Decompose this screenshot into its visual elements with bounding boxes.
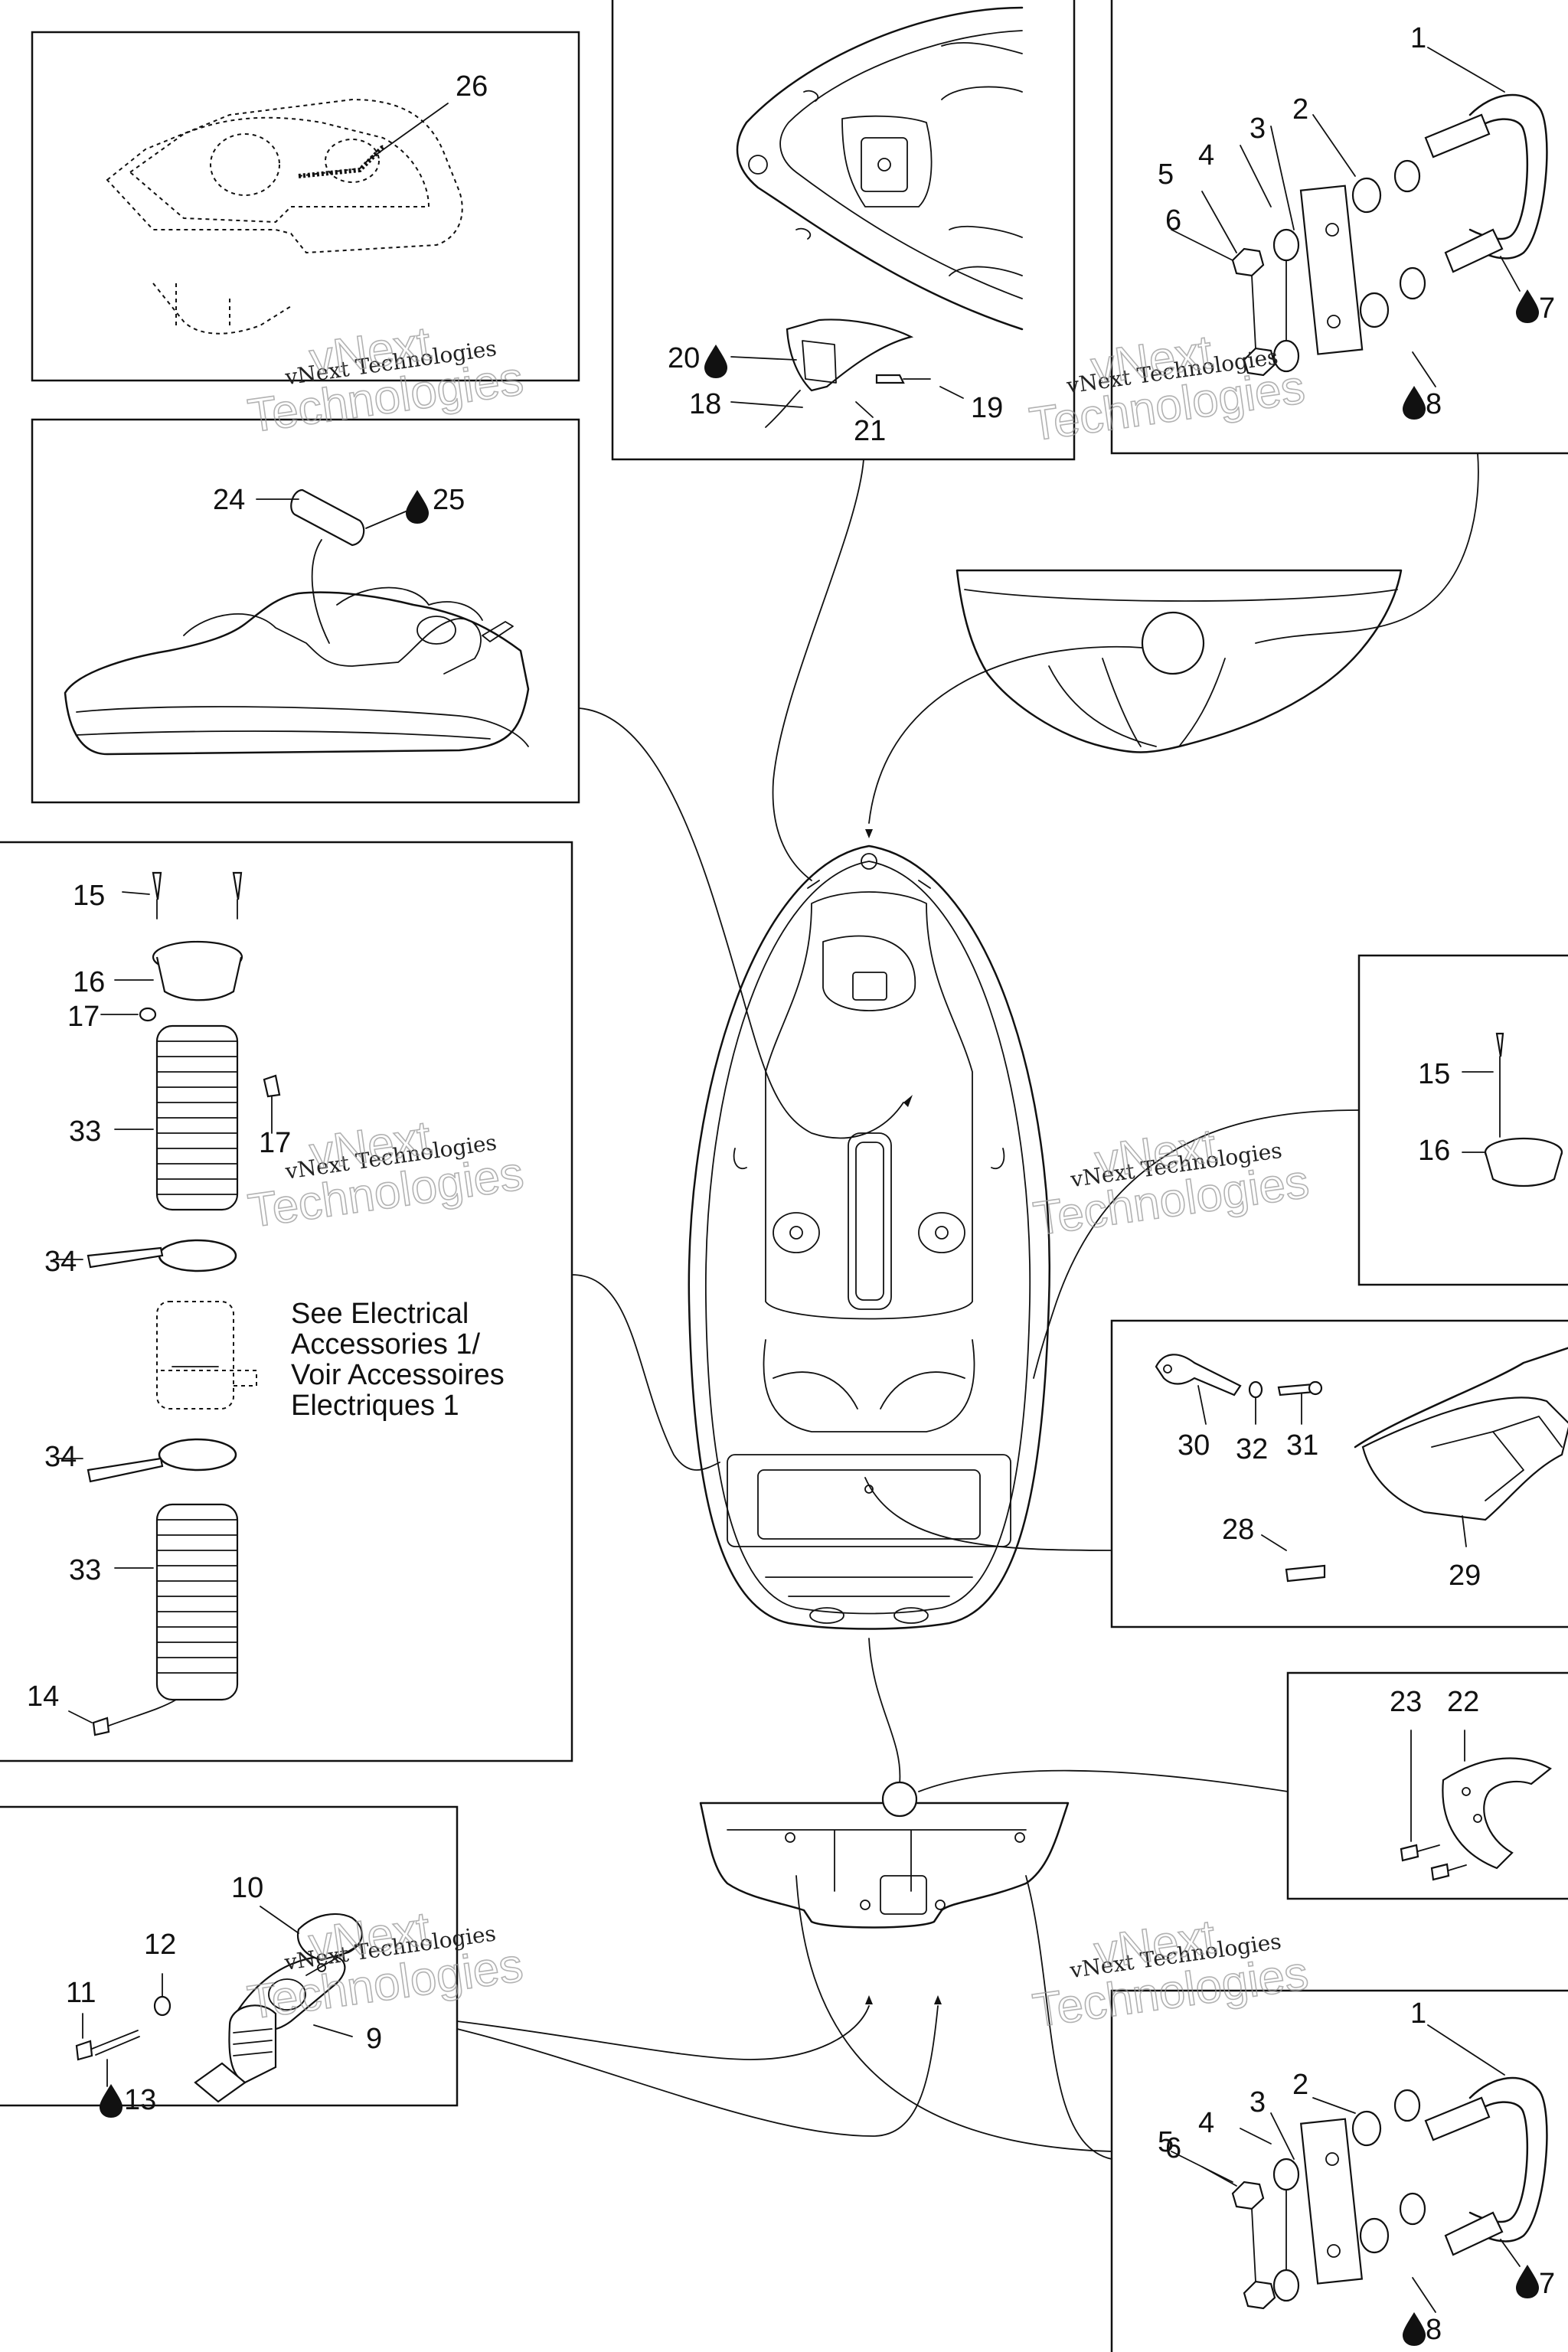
note-line-3: Voir Accessoires bbox=[291, 1359, 505, 1391]
note-line-2: Accessories 1/ bbox=[291, 1328, 481, 1361]
callout-15-right: 15 bbox=[1418, 1058, 1450, 1090]
dash-outline-drawing bbox=[106, 98, 463, 335]
panel-vent-cap bbox=[1357, 954, 1568, 1286]
callout-6-bottom: 6 bbox=[1165, 2132, 1181, 2164]
hull-rear-view bbox=[699, 1781, 1070, 1929]
drop-icon bbox=[1403, 2312, 1426, 2346]
note-line-1: See Electrical bbox=[291, 1298, 469, 1330]
callout-32: 32 bbox=[1236, 1433, 1268, 1465]
callout-5-bottom: 5 bbox=[1158, 2126, 1174, 2158]
callout-26: 26 bbox=[456, 70, 488, 103]
callout-22: 22 bbox=[1447, 1686, 1479, 1718]
callout-2-bottom: 2 bbox=[1292, 2069, 1308, 2101]
watermark-6: vNext Technologies vNext Technologies bbox=[1029, 1909, 1312, 2038]
callout-5: 5 bbox=[1158, 158, 1174, 191]
transom-trim-drawing bbox=[1400, 1730, 1552, 1881]
callout-3-bottom: 3 bbox=[1250, 2086, 1266, 2118]
callout-34-upper: 34 bbox=[44, 1246, 77, 1278]
callout-25: 25 bbox=[433, 484, 465, 516]
callout-8: 8 bbox=[1426, 388, 1442, 420]
bow-detail-drawing bbox=[730, 6, 1024, 428]
callout-3: 3 bbox=[1250, 113, 1266, 145]
callout-21: 21 bbox=[854, 415, 886, 447]
callout-4: 4 bbox=[1198, 139, 1214, 172]
callout-30: 30 bbox=[1178, 1429, 1210, 1462]
storage-bracket-drawing bbox=[1155, 1347, 1568, 1583]
drop-icon bbox=[100, 2084, 122, 2118]
callout-18: 18 bbox=[689, 388, 721, 420]
panel-dash-outline bbox=[31, 31, 580, 382]
callout-7: 7 bbox=[1539, 292, 1555, 325]
panel-transom-trim bbox=[1286, 1671, 1568, 1900]
drop-icon bbox=[704, 345, 727, 378]
glovebox-drawing bbox=[64, 488, 530, 756]
callout-17-right: 17 bbox=[259, 1127, 291, 1159]
panel-bow-eye-detail bbox=[611, 0, 1076, 461]
bow-hook-assembly-top bbox=[1171, 47, 1548, 387]
callout-1-bottom: 1 bbox=[1410, 1998, 1426, 2030]
vent-tube-drawing bbox=[53, 871, 281, 1736]
hull-front-view bbox=[956, 569, 1403, 753]
arrowheads bbox=[865, 829, 942, 2004]
callout-34-lower: 34 bbox=[44, 1441, 77, 1473]
callout-8-bottom: 8 bbox=[1426, 2314, 1442, 2346]
hull-top-view bbox=[688, 844, 1050, 1630]
callout-12: 12 bbox=[144, 1929, 176, 1961]
callout-4-bottom: 4 bbox=[1198, 2107, 1214, 2139]
callout-20: 20 bbox=[668, 342, 700, 374]
coupling-ghost bbox=[156, 1301, 257, 1410]
drop-icon bbox=[1516, 289, 1539, 323]
callout-10: 10 bbox=[231, 1872, 263, 1904]
callout-1: 1 bbox=[1410, 22, 1426, 54]
panel-glovebox-hose bbox=[31, 418, 580, 804]
callout-23: 23 bbox=[1390, 1686, 1422, 1718]
callout-7-bottom: 7 bbox=[1539, 2268, 1555, 2300]
callout-29: 29 bbox=[1449, 1560, 1481, 1592]
hose-lower bbox=[155, 1503, 239, 1701]
bow-hook-assembly-bottom bbox=[1171, 2024, 1548, 2313]
vent-cap-drawing bbox=[1462, 1032, 1563, 1187]
drop-icon bbox=[1403, 386, 1426, 420]
callout-11: 11 bbox=[66, 1977, 96, 2009]
callout-15-left: 15 bbox=[73, 880, 105, 912]
drain-plug-drawing bbox=[75, 1906, 363, 2103]
callout-33-lower: 33 bbox=[69, 1554, 101, 1586]
callout-16-left: 16 bbox=[73, 966, 105, 998]
callout-17-left: 17 bbox=[67, 1001, 100, 1033]
callout-31: 31 bbox=[1286, 1429, 1318, 1462]
callout-9: 9 bbox=[366, 2023, 382, 2055]
callout-28: 28 bbox=[1222, 1514, 1254, 1546]
drop-icon bbox=[406, 490, 429, 524]
note-line-4: Electriques 1 bbox=[291, 1390, 459, 1422]
callout-24: 24 bbox=[213, 484, 245, 516]
panel-ventilation-tube bbox=[0, 841, 573, 1762]
callout-14: 14 bbox=[27, 1681, 59, 1713]
callout-6: 6 bbox=[1165, 204, 1181, 237]
callout-33-upper: 33 bbox=[69, 1116, 101, 1148]
electrical-accessories-note: See Electrical Accessories 1/ Voir Acces… bbox=[291, 1298, 505, 1422]
hose-upper bbox=[155, 1024, 239, 1211]
callout-16-right: 16 bbox=[1418, 1135, 1450, 1167]
callout-19: 19 bbox=[971, 392, 1003, 424]
drop-icon bbox=[1516, 2265, 1539, 2298]
panel-drain-plug bbox=[0, 1805, 459, 2107]
callout-13: 13 bbox=[124, 2084, 156, 2116]
callout-2: 2 bbox=[1292, 93, 1308, 126]
watermark-4: vNext Technologies vNext Technologies bbox=[1030, 1119, 1313, 1246]
callout-labels: 26 24 25 20 18 21 19 1 2 3 4 5 6 7 8 15 … bbox=[27, 22, 1555, 2346]
